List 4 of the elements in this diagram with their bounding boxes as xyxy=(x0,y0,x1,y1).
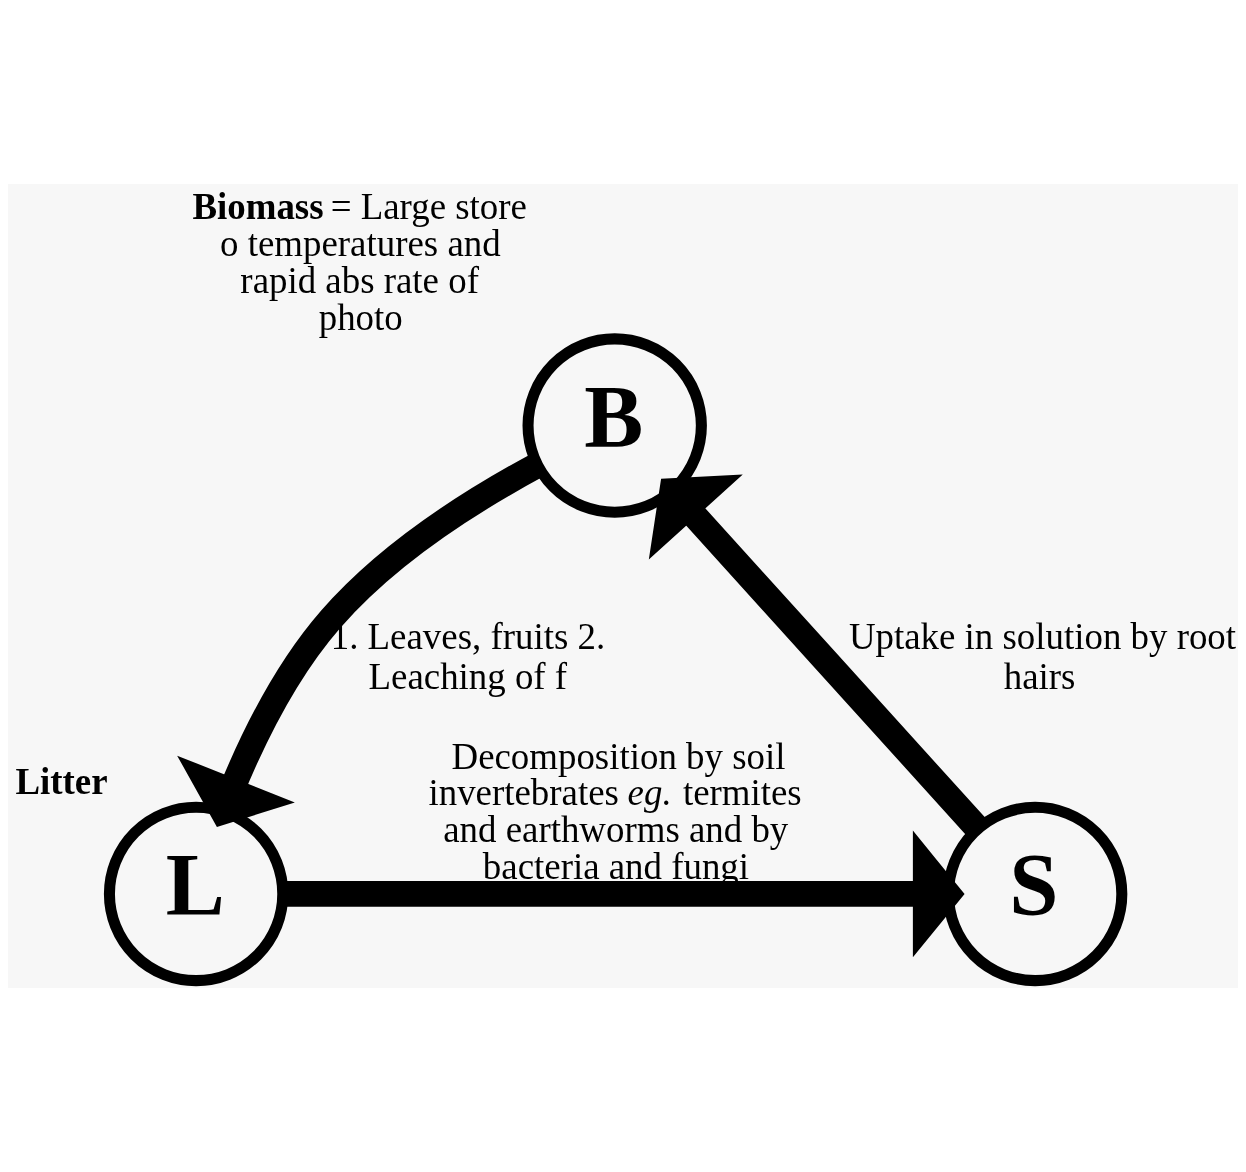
edge-label: Uptake in solution by root hairs xyxy=(848,615,1237,698)
node-circle: L xyxy=(103,801,289,987)
node-label: Litter xyxy=(15,761,108,803)
node-circle: B xyxy=(522,333,707,518)
